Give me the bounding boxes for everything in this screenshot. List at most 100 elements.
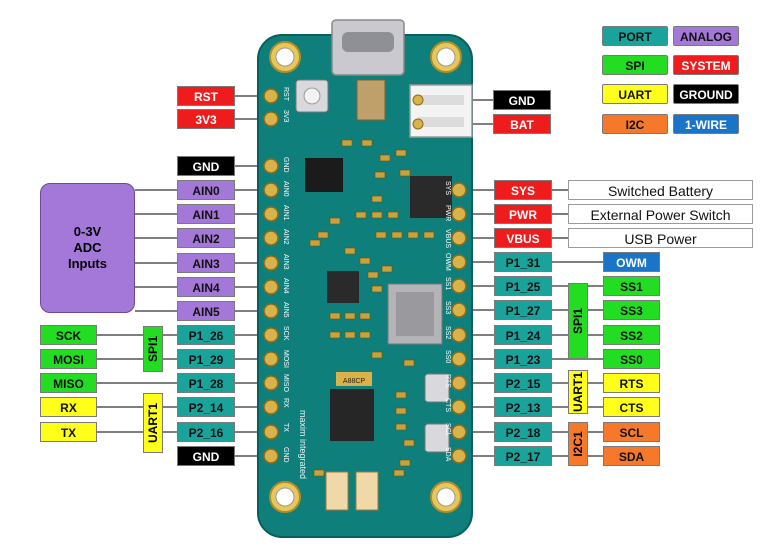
right-pad-7 bbox=[451, 327, 467, 343]
right-pad-11 bbox=[451, 424, 467, 440]
passive-19 bbox=[359, 257, 371, 265]
right-pad-9 bbox=[451, 375, 467, 391]
right-func-8: SS0 bbox=[603, 349, 660, 369]
right-pin-11: P2_18 bbox=[494, 422, 552, 442]
legend-i2c: I2C bbox=[602, 114, 668, 134]
right-func-4: OWM bbox=[603, 252, 660, 272]
legend-port: PORT bbox=[602, 26, 668, 46]
adc-inputs-group: 0-3V ADC Inputs bbox=[40, 183, 135, 313]
left-pin-15: GND bbox=[177, 446, 235, 466]
right-group-uart1: UART1 bbox=[568, 370, 588, 414]
right-pad-8 bbox=[451, 351, 467, 367]
silk-left-9: AIN5 bbox=[282, 302, 289, 318]
passive-23 bbox=[329, 312, 341, 320]
left-pad-7 bbox=[263, 255, 279, 271]
left-pin-12: P1_28 bbox=[177, 373, 235, 393]
silk-right-8: SS0 bbox=[444, 350, 451, 363]
legend-ground: GROUND bbox=[673, 84, 739, 104]
right-desc-2: External Power Switch bbox=[568, 204, 753, 224]
right-func-11: SCL bbox=[603, 422, 660, 442]
left-pad-13 bbox=[263, 399, 279, 415]
left-group-uart1: UART1 bbox=[143, 393, 163, 453]
silk-right-4: OWM bbox=[444, 253, 451, 271]
right-func-5: SS1 bbox=[603, 276, 660, 296]
silk-left-14: TX bbox=[282, 423, 289, 432]
left-group-spi1: SPI1 bbox=[143, 326, 163, 372]
passive-34 bbox=[403, 439, 415, 447]
left-pin-7: AIN3 bbox=[177, 253, 235, 273]
silk-right-12: SDA bbox=[444, 447, 451, 462]
left-pad-14 bbox=[263, 424, 279, 440]
silk-left-12: MISO bbox=[282, 374, 289, 392]
brand-logo: maxim integrated bbox=[298, 410, 308, 479]
silk-right-5: SS1 bbox=[444, 277, 451, 290]
adc-line3: Inputs bbox=[68, 256, 107, 271]
passive-12 bbox=[391, 231, 403, 239]
right-pad-12 bbox=[451, 448, 467, 464]
passive-27 bbox=[344, 331, 356, 339]
passive-6 bbox=[374, 171, 386, 179]
passive-7 bbox=[371, 195, 383, 203]
left-func-14: TX bbox=[40, 422, 97, 442]
left-pad-11 bbox=[263, 351, 279, 367]
right-pad-6 bbox=[451, 302, 467, 318]
right-pin-10: P2_13 bbox=[494, 397, 552, 417]
bat-pad-2 bbox=[412, 118, 424, 130]
legend-analog: ANALOG bbox=[673, 26, 739, 46]
silk-left-1: RST bbox=[282, 87, 289, 102]
silk-left-5: AIN1 bbox=[282, 205, 289, 221]
right-group-spi1-label: SPI1 bbox=[571, 307, 585, 335]
left-pin-9: AIN5 bbox=[177, 301, 235, 321]
legend-uart: UART bbox=[602, 84, 668, 104]
right-group-i2c1: I2C1 bbox=[568, 422, 588, 466]
right-pin-5: P1_25 bbox=[494, 276, 552, 296]
left-pad-8 bbox=[263, 279, 279, 295]
left-pin-4: AIN0 bbox=[177, 180, 235, 200]
left-pad-10 bbox=[263, 327, 279, 343]
passive-28 bbox=[359, 331, 371, 339]
button-s2 bbox=[424, 423, 450, 453]
silk-right-9: RTS bbox=[444, 374, 451, 388]
passive-32 bbox=[395, 407, 407, 415]
right-pin-7: P1_24 bbox=[494, 325, 552, 345]
chip-u11 bbox=[327, 271, 359, 303]
passive-8 bbox=[355, 211, 367, 219]
top-right-pin-1: GND bbox=[493, 90, 551, 110]
silk-left-10: SCK bbox=[282, 326, 289, 341]
right-desc-1: Switched Battery bbox=[568, 180, 753, 200]
right-pad-10 bbox=[451, 399, 467, 415]
right-pad-5 bbox=[451, 278, 467, 294]
left-pad-6 bbox=[263, 230, 279, 246]
silk-right-7: SS2 bbox=[444, 326, 451, 339]
left-pad-2 bbox=[263, 111, 279, 127]
right-pin-3: VBUS bbox=[494, 228, 552, 248]
silk-right-3: VBUS bbox=[444, 229, 451, 248]
silk-right-1: SYS bbox=[444, 181, 451, 195]
left-pin-2: 3V3 bbox=[177, 109, 235, 129]
right-func-10: CTS bbox=[603, 397, 660, 417]
left-pad-5 bbox=[263, 206, 279, 222]
right-pin-2: PWR bbox=[494, 204, 552, 224]
silk-left-13: RX bbox=[282, 398, 289, 408]
left-func-13: RX bbox=[40, 397, 97, 417]
passive-17 bbox=[309, 239, 321, 247]
button-s3 bbox=[424, 373, 450, 403]
inductor-l5-core bbox=[396, 292, 434, 336]
chip-u5 bbox=[305, 158, 343, 192]
right-pin-6: P1_27 bbox=[494, 300, 552, 320]
passive-18 bbox=[344, 247, 356, 255]
led-ds2 bbox=[355, 471, 379, 511]
passive-20 bbox=[367, 271, 379, 279]
passive-15 bbox=[329, 217, 341, 225]
left-pad-1 bbox=[263, 88, 279, 104]
chip-u3 bbox=[410, 176, 452, 218]
usb-port-opening bbox=[342, 32, 394, 52]
passive-25 bbox=[359, 312, 371, 320]
passive-1 bbox=[341, 139, 353, 147]
silk-right-2: PWR bbox=[444, 205, 451, 221]
silk-left-8: AIN4 bbox=[282, 278, 289, 294]
passive-3 bbox=[379, 154, 391, 162]
right-func-12: SDA bbox=[603, 446, 660, 466]
